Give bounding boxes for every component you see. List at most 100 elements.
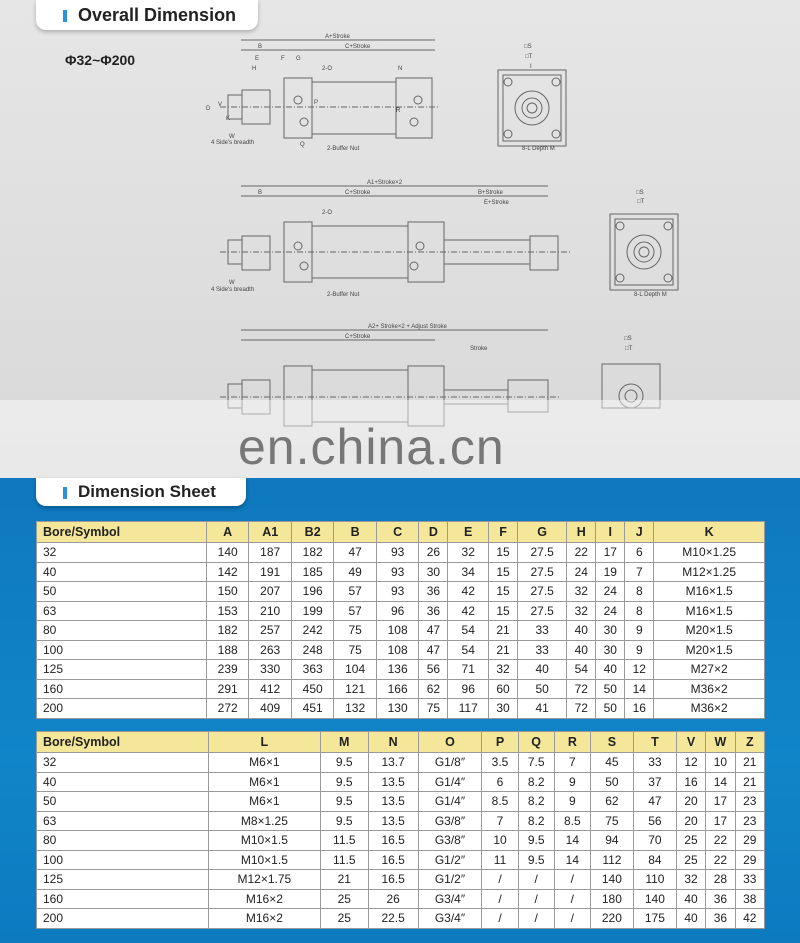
dim-label: W xyxy=(229,280,235,286)
table-cell: 8 xyxy=(624,600,655,621)
column-header: Bore/Symbol xyxy=(36,521,207,543)
table-cell: 130 xyxy=(375,698,420,719)
table-cell: / xyxy=(481,869,519,890)
table-cell: 62 xyxy=(418,678,449,699)
table-cell: 28 xyxy=(705,869,736,890)
table-cell: 11.5 xyxy=(319,849,369,870)
table-cell: 47 xyxy=(632,791,677,812)
table-cell: 30 xyxy=(595,639,626,660)
table-cell: 27.5 xyxy=(517,600,568,621)
table-cell: G3/4″ xyxy=(417,908,483,929)
table-cell: 104 xyxy=(333,659,377,680)
table-cell: G1/4″ xyxy=(417,771,483,792)
table-cell: 14 xyxy=(624,678,655,699)
table-cell: 47 xyxy=(418,639,449,660)
table-cell: 54 xyxy=(447,620,490,641)
table-cell: 160 xyxy=(36,678,207,699)
table-cell: 72 xyxy=(566,678,597,699)
table-cell: 13.7 xyxy=(367,752,419,773)
column-header: M xyxy=(319,731,369,753)
table-cell: 140 xyxy=(205,542,250,563)
column-header: Bore/Symbol xyxy=(36,731,209,753)
dimension-sheet-title: Dimension Sheet xyxy=(78,482,216,501)
dim-label: V xyxy=(218,102,222,108)
table-cell: M10×1.5 xyxy=(207,830,321,851)
dim-label: D xyxy=(206,106,211,112)
column-header: A1 xyxy=(248,521,292,543)
table-cell: 239 xyxy=(205,659,250,680)
dim-label: R xyxy=(396,108,401,114)
table-cell: 93 xyxy=(375,542,420,563)
table-cell: 9.5 xyxy=(517,830,555,851)
table-cell: 136 xyxy=(375,659,420,680)
table-cell: 40 xyxy=(595,659,626,680)
table-cell: 42 xyxy=(447,581,490,602)
table-cell: 96 xyxy=(375,600,420,621)
table-cell: 33 xyxy=(517,620,568,641)
table-cell: 25 xyxy=(319,888,369,909)
table-cell: 117 xyxy=(447,698,490,719)
table-cell: 42 xyxy=(734,908,766,929)
table-cell: 36 xyxy=(705,908,736,929)
table-cell: M8×1.25 xyxy=(207,810,321,831)
table-cell: 27.5 xyxy=(517,561,568,582)
table-cell: 210 xyxy=(248,600,292,621)
table-cell: M36×2 xyxy=(653,678,765,699)
dim-label: A1+Stroke×2 xyxy=(367,180,403,186)
table-cell: 36 xyxy=(418,581,449,602)
table-cell: 140 xyxy=(632,888,677,909)
table-cell: 23 xyxy=(734,791,766,812)
dim-label: 2-O xyxy=(322,210,332,216)
column-header: G xyxy=(517,521,568,543)
table-cell: M12×1.75 xyxy=(207,869,321,890)
table-cell: 142 xyxy=(205,561,250,582)
table-cell: 200 xyxy=(36,698,207,719)
table-cell: 50 xyxy=(595,698,626,719)
table-cell: 11 xyxy=(481,849,519,870)
table-cell: 38 xyxy=(734,888,766,909)
table-cell: 13.5 xyxy=(367,771,419,792)
table-cell: / xyxy=(553,869,591,890)
table-cell: 8.2 xyxy=(517,771,555,792)
table-cell: 187 xyxy=(248,542,292,563)
table-cell: G3/8″ xyxy=(417,830,483,851)
table-cell: / xyxy=(517,908,555,929)
table-cell: 24 xyxy=(595,581,626,602)
table-cell: 140 xyxy=(589,869,634,890)
table-cell: 94 xyxy=(589,830,634,851)
table-cell: 17 xyxy=(595,542,626,563)
cylinder-drawing-2: A1+Stroke×2 B C+Stroke B+Stroke E+Stroke… xyxy=(211,180,679,298)
table-cell: / xyxy=(481,908,519,929)
dim-label: B+Stroke xyxy=(478,190,504,196)
table-cell: 40 xyxy=(675,908,707,929)
table-cell: 75 xyxy=(333,639,377,660)
column-header: S xyxy=(589,731,634,753)
watermark-text: en.china.cn xyxy=(238,419,505,475)
table-cell: 50 xyxy=(589,771,634,792)
table-cell: 20 xyxy=(675,810,707,831)
table-cell: 57 xyxy=(333,581,377,602)
table-cell: 112 xyxy=(589,849,634,870)
bore-range-label: Φ32~Φ200 xyxy=(65,52,136,68)
table-cell: 54 xyxy=(447,639,490,660)
table-cell: 9 xyxy=(553,791,591,812)
table-cell: 21 xyxy=(734,752,766,773)
table-cell: 15 xyxy=(488,542,519,563)
table-cell: G1/2″ xyxy=(417,849,483,870)
table-cell: 191 xyxy=(248,561,292,582)
dim-label: 2-Buffer Nut xyxy=(327,146,360,152)
table-cell: 40 xyxy=(36,771,209,792)
table-cell: 21 xyxy=(488,639,519,660)
dim-label: E+Stroke xyxy=(484,200,510,206)
table-cell: 24 xyxy=(595,600,626,621)
table-cell: 153 xyxy=(205,600,250,621)
